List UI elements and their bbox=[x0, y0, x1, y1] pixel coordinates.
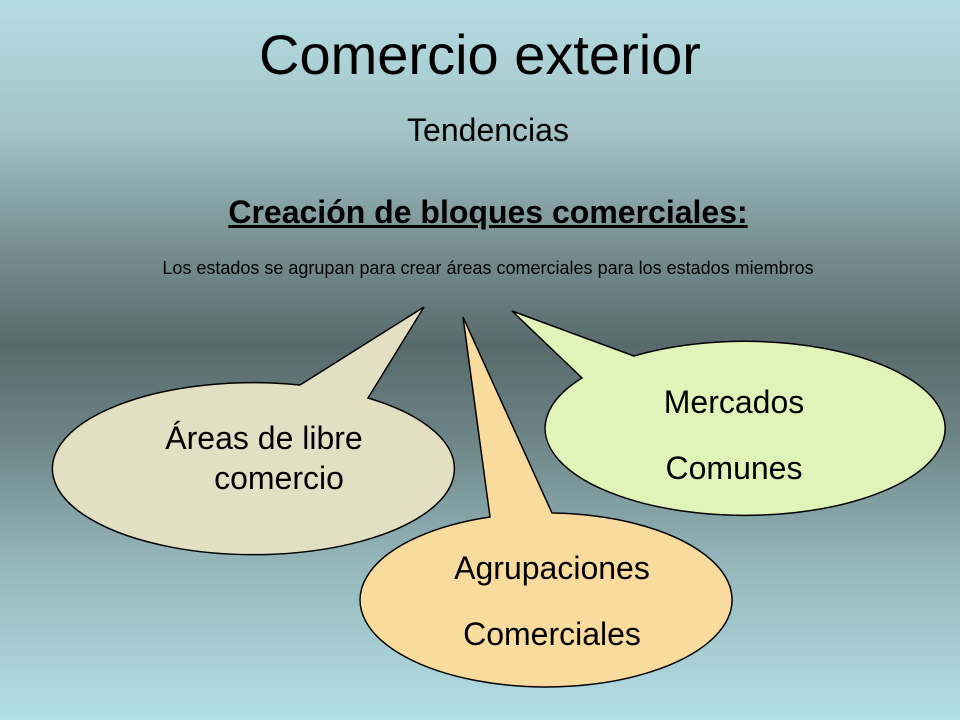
callout-bubble-shape bbox=[511, 310, 946, 517]
callout-mercados-comunes bbox=[511, 310, 946, 517]
callout-bubble-shape bbox=[359, 316, 733, 688]
callout-label-areas-libre-comercio: Áreas de libre comercio bbox=[104, 418, 424, 498]
callout-line: comercio bbox=[214, 460, 344, 496]
callout-label-agrupaciones-comerciales: Agrupaciones Comerciales bbox=[402, 548, 702, 654]
slide-title: Comercio exterior bbox=[259, 23, 701, 86]
callout-agrupaciones-comerciales bbox=[359, 316, 733, 688]
callout-label-mercados-comunes: Mercados Comunes bbox=[584, 382, 884, 488]
section-description: Los estados se agrupan para crear áreas … bbox=[162, 258, 814, 278]
callout-line: Comunes bbox=[665, 450, 803, 486]
slide-subtitle: Tendencias bbox=[407, 112, 569, 148]
callout-bubble-shape bbox=[51, 306, 456, 556]
section-heading: Creación de bloques comerciales: bbox=[228, 194, 748, 230]
callout-line: Mercados bbox=[663, 384, 805, 420]
callout-areas-libre-comercio bbox=[51, 306, 456, 556]
callout-line: Comerciales bbox=[463, 616, 641, 652]
callout-line: Agrupaciones bbox=[454, 550, 650, 586]
callout-line: Áreas de libre bbox=[165, 420, 363, 456]
